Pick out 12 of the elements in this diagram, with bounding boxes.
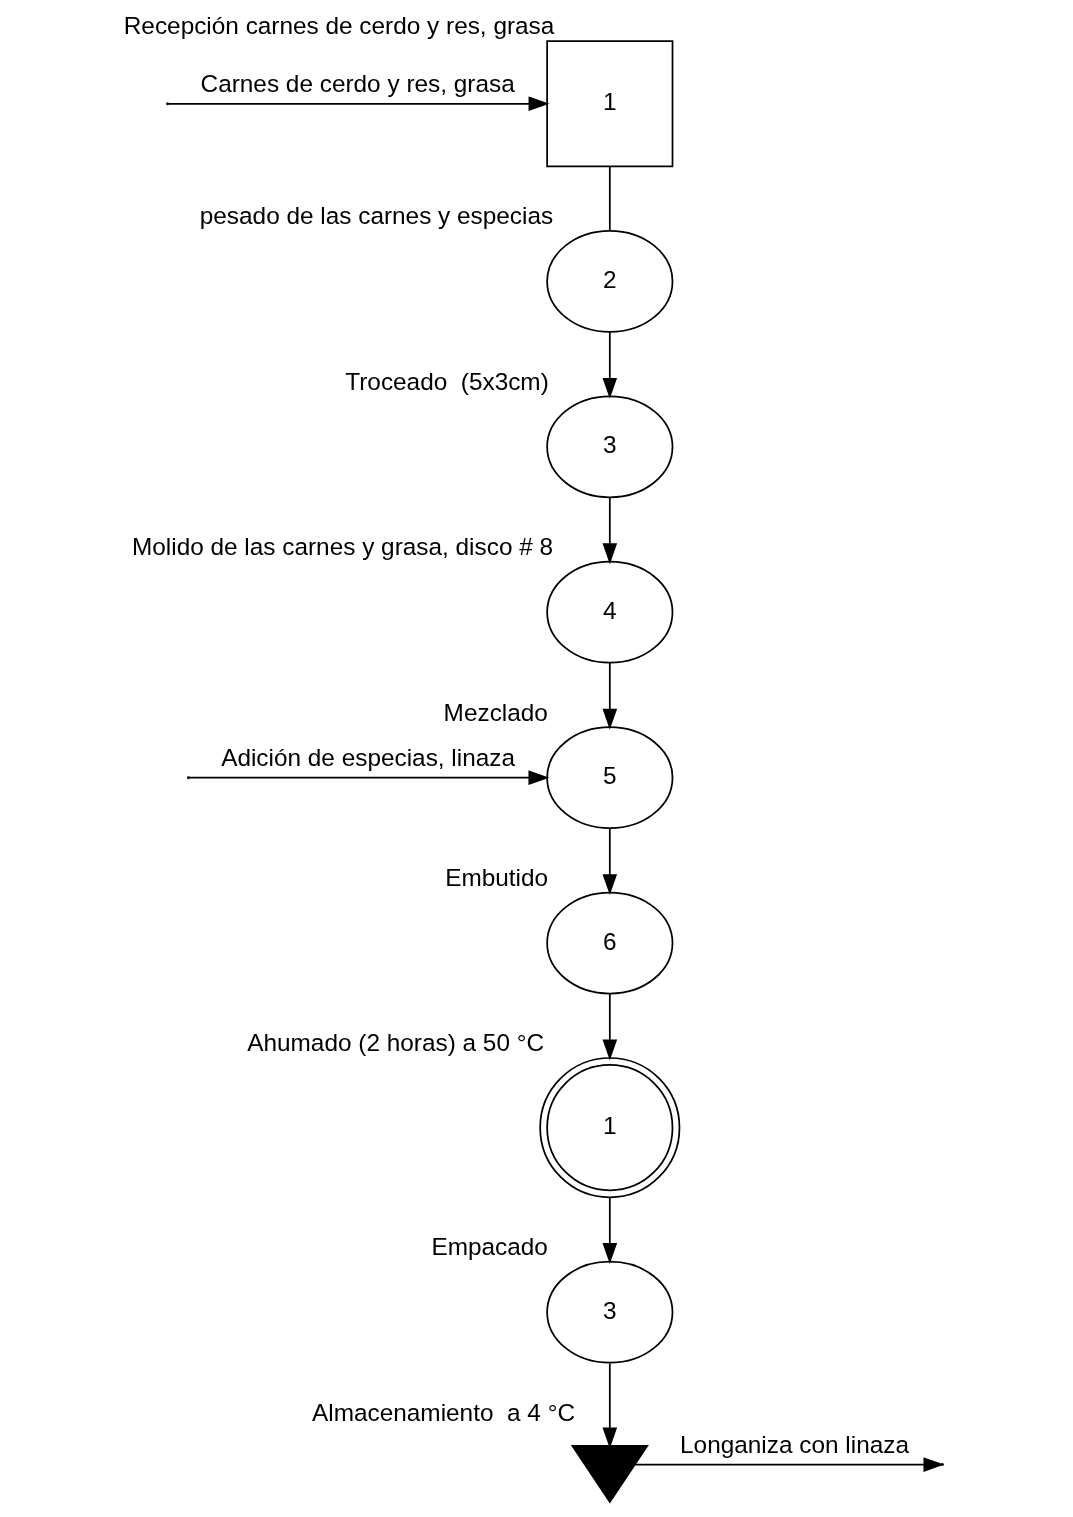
node-label: Molido de las carnes y grasa, disco # 8 — [131, 533, 553, 561]
node-label: pesado de las carnes y especias — [199, 202, 553, 230]
edge-label: Longaniza con linaza — [679, 1430, 909, 1458]
node-label: Recepción carnes de cerdo y res, grasa — [123, 12, 554, 40]
edge-label: Carnes de cerdo y res, grasa — [200, 69, 515, 97]
node-label: Troceado (5x3cm) — [344, 367, 549, 395]
node-label: Mezclado — [443, 698, 548, 726]
edge-label: Adición de especias, linaza — [220, 743, 515, 771]
node-label: Almacenamiento a 4 °C — [311, 1398, 575, 1426]
node-label: Ahumado (2 horas) a 50 °C — [246, 1029, 544, 1057]
node-label: Embutido — [444, 863, 548, 891]
node-label: Empacado — [430, 1233, 548, 1261]
